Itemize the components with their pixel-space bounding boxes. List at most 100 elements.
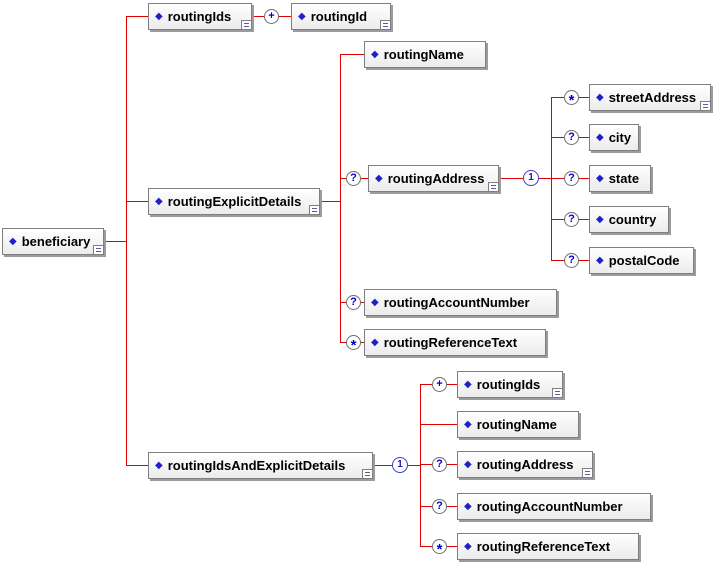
complex-content-badge-icon[interactable] (241, 20, 252, 30)
element-box-routingName-mid[interactable]: ◆ routingName (364, 41, 486, 68)
connector-line (447, 506, 457, 507)
optional-icon: ? (564, 171, 579, 186)
connector-line (340, 342, 346, 343)
connector-line (361, 178, 368, 179)
connector-line (340, 54, 341, 342)
element-diamond-icon: ◆ (464, 418, 472, 430)
complex-content-badge-icon[interactable] (362, 469, 373, 479)
connector-line (126, 16, 148, 17)
complex-content-badge-icon[interactable] (93, 245, 104, 255)
element-label: routingIds (167, 9, 232, 24)
element-box-routingIds-bottom[interactable]: ◆ routingIds (457, 371, 563, 398)
element-diamond-icon: ◆ (596, 172, 604, 184)
element-box-routingExplicitDetails[interactable]: ◆ routingExplicitDetails (148, 188, 320, 215)
optional-icon: ? (564, 130, 579, 145)
element-diamond-icon: ◆ (155, 459, 163, 471)
element-box-routingAddress-mid[interactable]: ◆ routingAddress (368, 165, 499, 192)
connector-line (539, 178, 551, 179)
element-diamond-icon: ◆ (464, 500, 472, 512)
optional-icon: ? (432, 499, 447, 514)
connector-line (579, 260, 589, 261)
connector-line (551, 219, 564, 220)
element-box-routingReferenceText-mid[interactable]: ◆ routingReferenceText (364, 329, 546, 356)
element-box-state[interactable]: ◆ state (589, 165, 651, 192)
complex-content-badge-icon[interactable] (700, 101, 711, 111)
element-box-routingId[interactable]: ◆ routingId (291, 3, 391, 30)
one-or-more-icon: + (264, 9, 279, 24)
element-label: beneficiary (21, 234, 91, 249)
connector-line (420, 384, 432, 385)
connector-line (579, 178, 589, 179)
element-diamond-icon: ◆ (464, 378, 472, 390)
element-box-routingAccountNumber-bottom[interactable]: ◆ routingAccountNumber (457, 493, 651, 520)
optional-icon: ? (564, 212, 579, 227)
connector-line (499, 178, 523, 179)
connector-line (420, 546, 432, 547)
connector-line (340, 302, 346, 303)
element-box-beneficiary[interactable]: ◆ beneficiary (2, 228, 104, 255)
zero-or-more-icon: * (564, 90, 579, 109)
connector-line (279, 16, 291, 17)
connector-line (579, 97, 589, 98)
element-box-city[interactable]: ◆ city (589, 124, 639, 151)
complex-content-badge-icon[interactable] (552, 388, 563, 398)
connector-line (340, 54, 364, 55)
element-diamond-icon: ◆ (371, 296, 379, 308)
connector-line (420, 506, 432, 507)
element-label: routingName (476, 417, 557, 432)
element-diamond-icon: ◆ (9, 235, 17, 247)
element-diamond-icon: ◆ (596, 213, 604, 225)
element-label: country (608, 212, 657, 227)
connector-line (361, 342, 364, 343)
element-diamond-icon: ◆ (155, 10, 163, 22)
element-label: streetAddress (608, 90, 697, 105)
connector-line (104, 241, 126, 242)
element-label: postalCode (608, 253, 680, 268)
element-box-streetAddress[interactable]: ◆ streetAddress (589, 84, 711, 111)
connector-line (447, 384, 457, 385)
optional-icon: ? (346, 295, 361, 310)
connector-line (447, 464, 457, 465)
element-box-routingName-bottom[interactable]: ◆ routingName (457, 411, 579, 438)
element-label: routingId (310, 9, 368, 24)
complex-content-badge-icon[interactable] (582, 468, 593, 478)
element-diamond-icon: ◆ (596, 254, 604, 266)
optional-icon: ? (346, 171, 361, 186)
element-diamond-icon: ◆ (371, 48, 379, 60)
element-label: routingIds (476, 377, 541, 392)
element-label: routingName (383, 47, 464, 62)
element-label: routingReferenceText (476, 539, 611, 554)
element-box-country[interactable]: ◆ country (589, 206, 669, 233)
connector-line (551, 97, 564, 98)
element-box-postalCode[interactable]: ◆ postalCode (589, 247, 694, 274)
complex-content-badge-icon[interactable] (380, 20, 391, 30)
connector-line (126, 16, 127, 465)
zero-or-more-icon: * (432, 539, 447, 558)
choice-one-indicator-icon: 1 (392, 457, 408, 473)
element-label: routingExplicitDetails (167, 194, 302, 209)
connector-line (579, 137, 589, 138)
element-box-routingReferenceText-bottom[interactable]: ◆ routingReferenceText (457, 533, 639, 560)
element-diamond-icon: ◆ (596, 131, 604, 143)
connector-line (420, 384, 421, 546)
element-label: routingAddress (387, 171, 485, 186)
connector-line (579, 219, 589, 220)
complex-content-badge-icon[interactable] (488, 182, 499, 192)
element-diamond-icon: ◆ (375, 172, 383, 184)
one-or-more-icon: + (432, 377, 447, 392)
optional-icon: ? (432, 457, 447, 472)
element-diamond-icon: ◆ (371, 336, 379, 348)
element-diamond-icon: ◆ (464, 540, 472, 552)
element-label: routingAccountNumber (383, 295, 530, 310)
element-label: routingReferenceText (383, 335, 518, 350)
element-diamond-icon: ◆ (464, 458, 472, 470)
connector-line (408, 465, 420, 466)
element-box-routingIds-top[interactable]: ◆ routingIds (148, 3, 252, 30)
optional-icon: ? (564, 253, 579, 268)
element-box-routingIdsAndExplicitDetails[interactable]: ◆ routingIdsAndExplicitDetails (148, 452, 373, 479)
element-box-routingAddress-bottom[interactable]: ◆ routingAddress (457, 451, 593, 478)
element-diamond-icon: ◆ (155, 195, 163, 207)
complex-content-badge-icon[interactable] (309, 205, 320, 215)
element-box-routingAccountNumber-mid[interactable]: ◆ routingAccountNumber (364, 289, 557, 316)
